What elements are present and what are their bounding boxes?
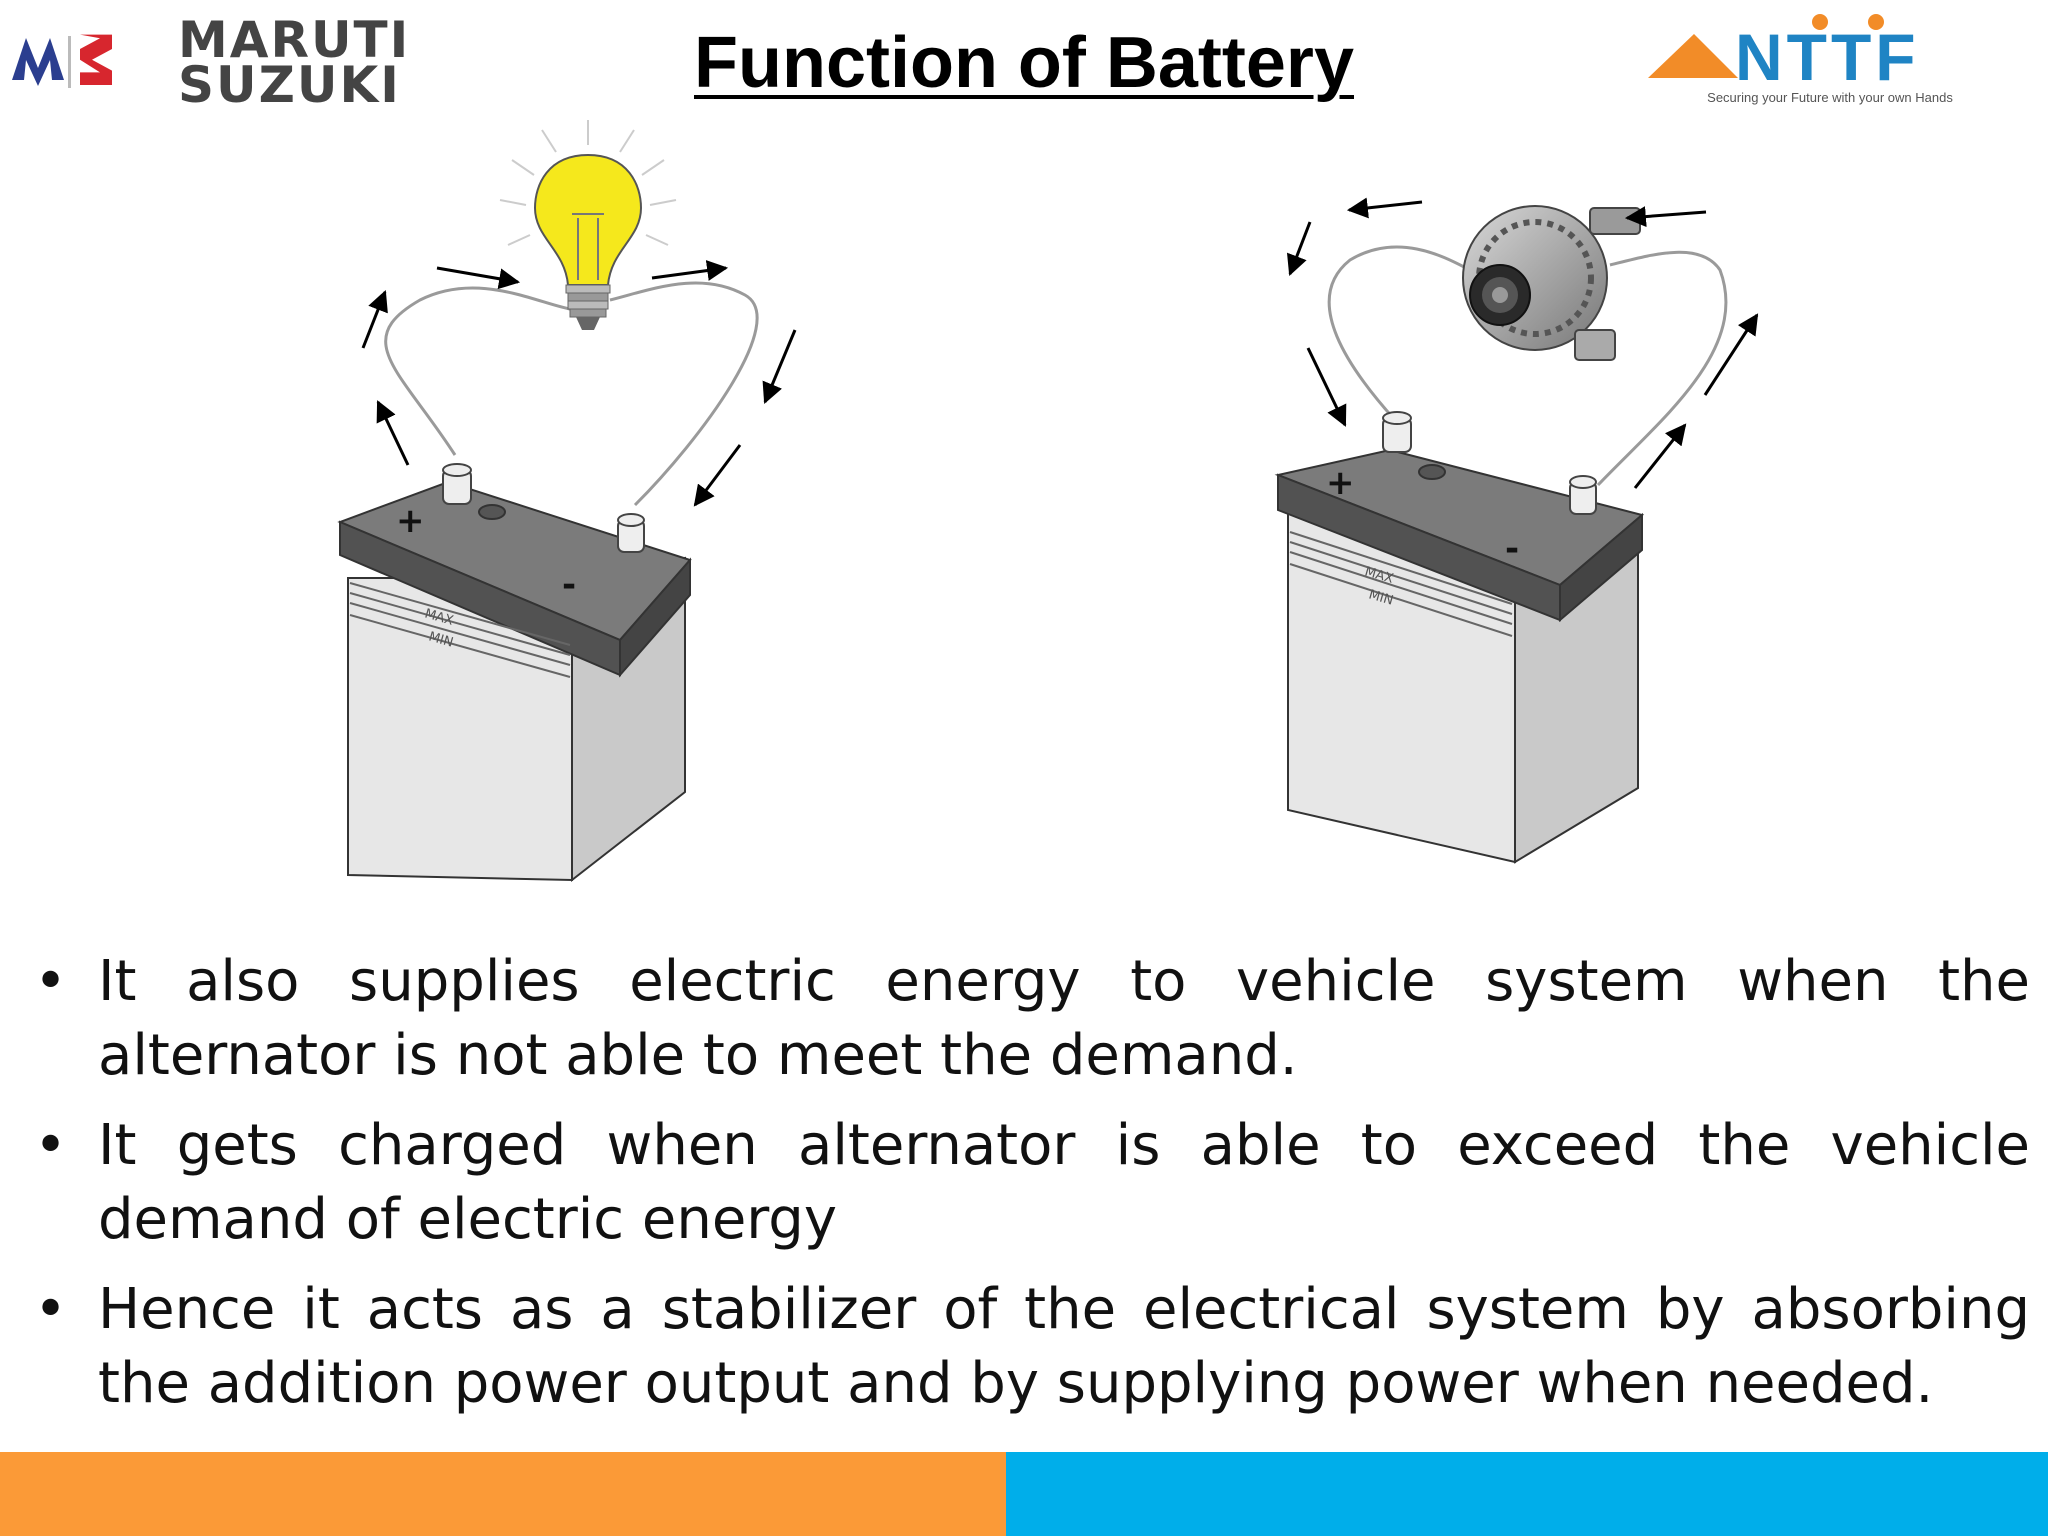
bulb-wire-right bbox=[609, 281, 759, 507]
brand-wordmark: MARUTI SUZUKI bbox=[178, 11, 478, 114]
bullet-text: Hence it acts as a stabilizer of the ele… bbox=[98, 1277, 2030, 1416]
minus-sign-right: - bbox=[1505, 529, 1519, 569]
min-label-left: MIN bbox=[427, 629, 455, 650]
bullet-item: • It gets charged when alternator is abl… bbox=[20, 1109, 2030, 1257]
suzuki-emblem-icon bbox=[12, 34, 112, 88]
battery-function-diagram: + - MAX MIN bbox=[337, 120, 1759, 883]
minus-sign-left: - bbox=[562, 565, 576, 605]
maruti-suzuki-logo: MARUTI SUZUKI bbox=[8, 15, 468, 110]
current-arrows-left bbox=[361, 260, 797, 507]
bullet-item: • It also supplies electric energy to ve… bbox=[20, 945, 2030, 1093]
nttf-triangle-icon bbox=[1648, 34, 1738, 78]
charge-diagram: + - MAX MIN bbox=[1274, 197, 1759, 864]
plus-sign-right: + bbox=[1326, 463, 1355, 503]
footer-bar-blue bbox=[1006, 1452, 2048, 1536]
discharge-diagram: + - MAX MIN bbox=[337, 120, 797, 883]
alternator-wire-left bbox=[1327, 245, 1471, 422]
bullet-item: • Hence it acts as a stabilizer of the e… bbox=[20, 1273, 2030, 1421]
plus-sign-left: + bbox=[396, 501, 425, 541]
nttf-dots-icon bbox=[1812, 14, 1884, 30]
brand-line-2: SUZUKI bbox=[178, 56, 401, 114]
battery-left-icon bbox=[337, 463, 692, 883]
brand-line-1: MARUTI bbox=[178, 11, 411, 69]
alternator-wire-right bbox=[1596, 250, 1728, 487]
footer-bar-orange bbox=[0, 1452, 1006, 1536]
alternator-icon bbox=[1462, 205, 1641, 361]
bullet-icon: • bbox=[34, 1277, 68, 1342]
min-label-right: MIN bbox=[1367, 587, 1395, 608]
bullet-list: • It also supplies electric energy to ve… bbox=[20, 945, 2030, 1437]
bullet-icon: • bbox=[34, 949, 68, 1014]
bullet-text: It also supplies electric energy to vehi… bbox=[98, 949, 2030, 1088]
light-bulb-icon bbox=[499, 120, 677, 330]
bullet-icon: • bbox=[34, 1113, 68, 1178]
bulb-wire-left bbox=[384, 286, 576, 456]
nttf-logo: NTTF Securing your Future with your own … bbox=[1640, 12, 2010, 112]
current-arrows-right bbox=[1286, 197, 1759, 489]
nttf-wordmark: NTTF bbox=[1735, 20, 1920, 94]
nttf-tagline: Securing your Future with your own Hands bbox=[1707, 90, 1953, 105]
battery-right-icon bbox=[1274, 411, 1645, 864]
bullet-text: It gets charged when alternator is able … bbox=[98, 1113, 2030, 1252]
